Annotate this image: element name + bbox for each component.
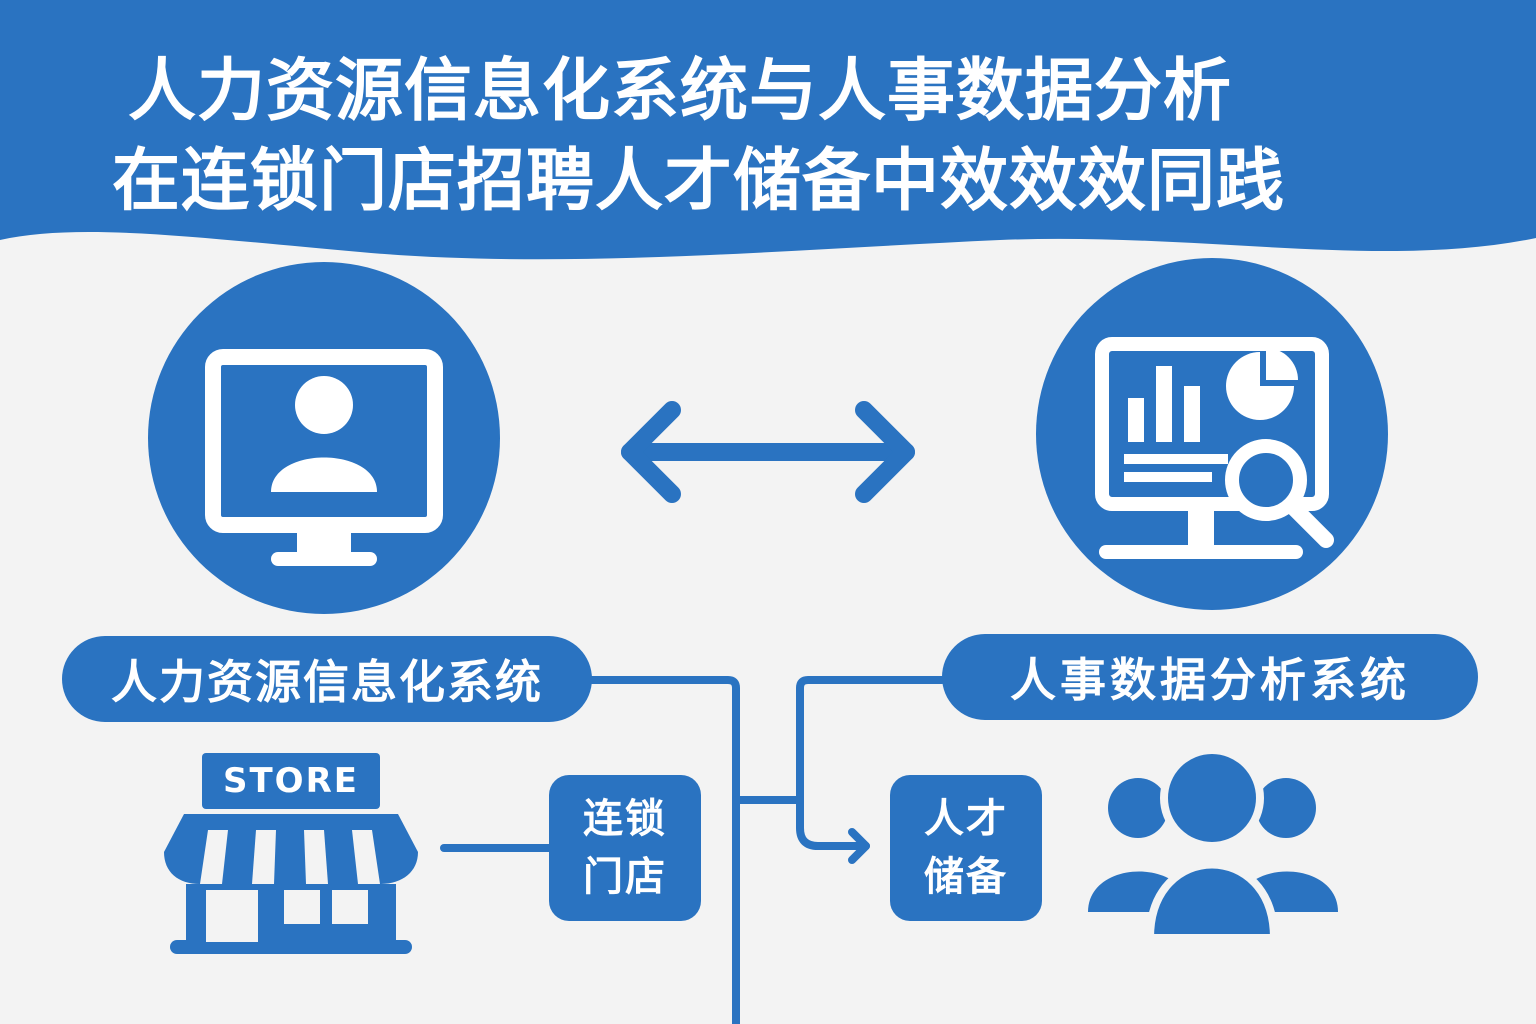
title-line-2: 在连锁门店招聘人才储备中效效效同践 xyxy=(112,142,1286,221)
monitor-chart-magnifier-icon xyxy=(1036,258,1388,610)
title-line-1: 人力资源信息化系统与人事数据分析 xyxy=(128,52,1233,131)
chain-store-line-1: 连锁 xyxy=(583,796,667,842)
double-arrow-icon xyxy=(621,401,915,503)
chain-store-line-2: 门店 xyxy=(583,854,667,900)
hr-system-label: 人力资源信息化系统 xyxy=(62,636,592,722)
analytics-system-label: 人事数据分析系统 xyxy=(942,634,1478,720)
talent-pool-box: 人才 储备 xyxy=(890,775,1042,921)
talent-pool-line-2: 储备 xyxy=(924,854,1008,900)
people-group-icon xyxy=(1088,746,1338,942)
talent-pool-line-1: 人才 xyxy=(924,796,1008,842)
connector-lines xyxy=(440,676,946,1024)
chain-store-box: 连锁 门店 xyxy=(549,775,701,921)
store-sign: STORE xyxy=(223,761,359,801)
store-icon xyxy=(164,753,418,954)
monitor-user-icon xyxy=(148,262,500,614)
header-banner xyxy=(0,0,1536,260)
